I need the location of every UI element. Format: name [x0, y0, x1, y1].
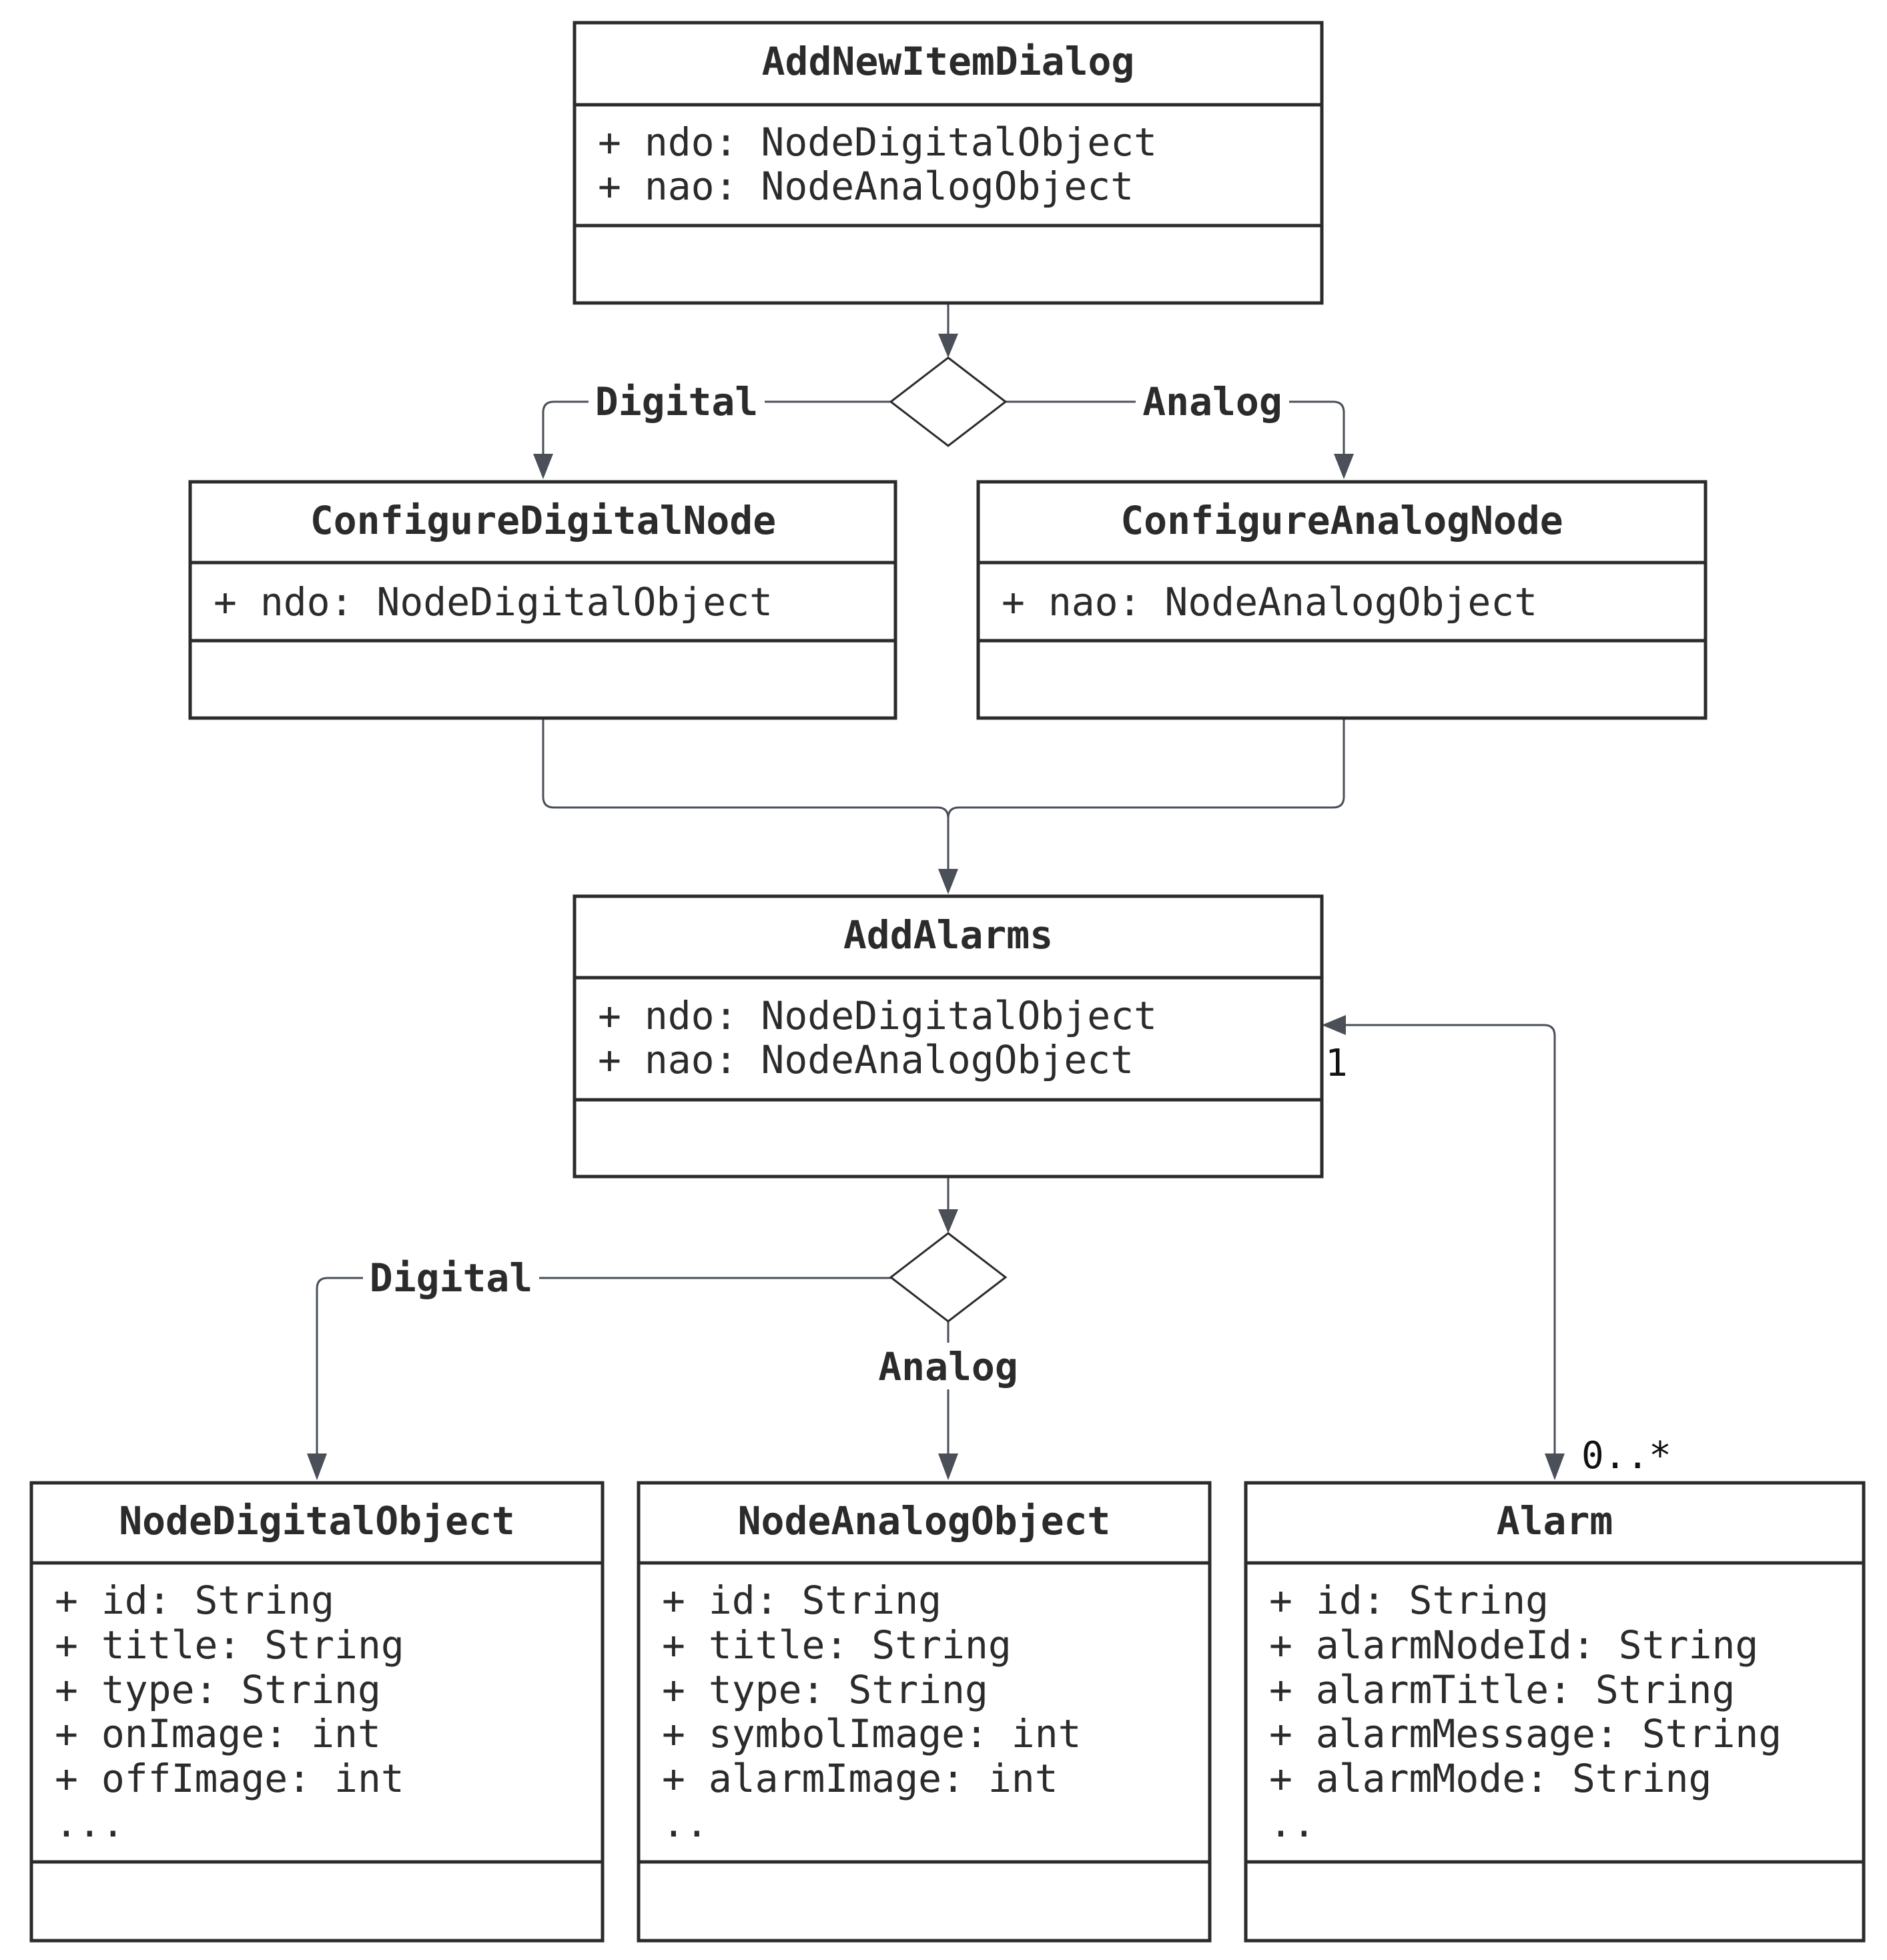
class-box	[188, 480, 897, 720]
class-attribute: ..	[1269, 1801, 1316, 1846]
edge-configure-digital-to-merge	[542, 719, 950, 819]
class-attribute: + title: String	[55, 1622, 404, 1668]
class-attribute: + nao: NodeAnalogObject	[1002, 579, 1537, 625]
class-box	[976, 480, 1708, 720]
label-bg-top-digital	[589, 378, 765, 424]
multiplicity-alarm: 0..*	[1581, 1434, 1671, 1478]
class-attribute: + alarmNodeId: String	[1269, 1622, 1758, 1668]
arrowhead-association-addalarms	[1322, 1015, 1346, 1035]
connectors	[307, 304, 1565, 1480]
class-attribute: + alarmImage: int	[662, 1756, 1058, 1801]
arrowhead-node-digital	[307, 1453, 327, 1480]
class-attribute: + offImage: int	[55, 1756, 404, 1801]
class-attribute: + id: String	[1269, 1578, 1549, 1623]
edge-label-top-analog: Analog	[1142, 379, 1282, 424]
class-attribute: ...	[55, 1801, 125, 1846]
class-name: NodeDigitalObject	[119, 1498, 515, 1544]
edge-label-top-digital: Digital	[595, 379, 758, 424]
edge-label-bottom-digital: Digital	[370, 1255, 532, 1301]
class-attribute: + id: String	[55, 1578, 334, 1623]
class-attribute: + ndo: NodeDigitalObject	[598, 993, 1157, 1038]
class-attribute: ..	[662, 1801, 709, 1846]
label-bg-bottom-digital	[363, 1254, 539, 1301]
class-box	[573, 21, 1324, 305]
class-box	[1244, 1481, 1866, 1943]
class-box	[573, 894, 1324, 1179]
decision-diamond-top	[889, 356, 1008, 447]
class-attribute: + type: String	[55, 1667, 381, 1712]
class-node-digital-object: NodeDigitalObject + id: String + title: …	[29, 1481, 605, 1943]
class-attribute: + symbolImage: int	[662, 1711, 1082, 1756]
class-box	[637, 1481, 1212, 1943]
arrowhead-node-analog	[938, 1453, 958, 1480]
edge-decision-to-configure-analog	[1006, 400, 1345, 454]
class-attribute: + ndo: NodeDigitalObject	[214, 579, 773, 625]
class-node-analog-object: NodeAnalogObject + id: String + title: S…	[637, 1481, 1212, 1943]
arrowhead-dialog-decision	[938, 334, 958, 358]
class-attribute: + title: String	[662, 1622, 1012, 1668]
class-add-new-item-dialog: AddNewItemDialog + ndo: NodeDigitalObjec…	[573, 21, 1324, 305]
class-attribute: + nao: NodeAnalogObject	[598, 164, 1134, 209]
decision-diamond-bottom	[889, 1232, 1008, 1323]
class-attribute: + type: String	[662, 1667, 988, 1712]
arrowhead-configure-digital	[533, 454, 553, 479]
class-attribute: + ndo: NodeDigitalObject	[598, 119, 1157, 165]
class-attribute: + alarmMessage: String	[1269, 1711, 1782, 1756]
multiplicity-addalarms: 1	[1325, 1042, 1348, 1085]
class-attribute: + nao: NodeAnalogObject	[598, 1037, 1134, 1082]
class-configure-analog-node: ConfigureAnalogNode + nao: NodeAnalogObj…	[976, 480, 1708, 720]
class-name: ConfigureAnalogNode	[1120, 498, 1563, 543]
class-attribute: + alarmMode: String	[1269, 1756, 1712, 1801]
label-bg-top-analog	[1136, 378, 1289, 424]
edge-label-bottom-analog: Analog	[878, 1344, 1018, 1389]
arrowhead-addalarms	[938, 869, 958, 894]
label-bg-bottom-analog	[871, 1343, 1025, 1389]
edge-decision-to-node-digital	[316, 1277, 891, 1455]
class-attribute: + alarmTitle: String	[1269, 1667, 1735, 1712]
class-name: ConfigureDigitalNode	[310, 498, 776, 543]
class-name: AddNewItemDialog	[762, 39, 1135, 84]
class-name: NodeAnalogObject	[738, 1498, 1111, 1544]
edge-decision-to-configure-digital	[542, 400, 891, 454]
class-add-alarms: AddAlarms + ndo: NodeDigitalObject + nao…	[573, 894, 1324, 1179]
edge-alarm-association	[1345, 1024, 1556, 1455]
class-alarm: Alarm + id: String + alarmNodeId: String…	[1244, 1481, 1866, 1943]
arrowhead-association-alarm	[1545, 1453, 1565, 1480]
class-attribute: + onImage: int	[55, 1711, 381, 1756]
arrowhead-configure-analog	[1334, 454, 1354, 479]
edge-configure-analog-to-merge	[947, 719, 1345, 819]
class-name: AddAlarms	[843, 912, 1053, 958]
class-name: Alarm	[1497, 1498, 1613, 1544]
class-attribute: + id: String	[662, 1578, 941, 1623]
arrowhead-addalarms-decision	[938, 1209, 958, 1233]
class-configure-digital-node: ConfigureDigitalNode + ndo: NodeDigitalO…	[188, 480, 897, 720]
class-box	[29, 1481, 605, 1943]
